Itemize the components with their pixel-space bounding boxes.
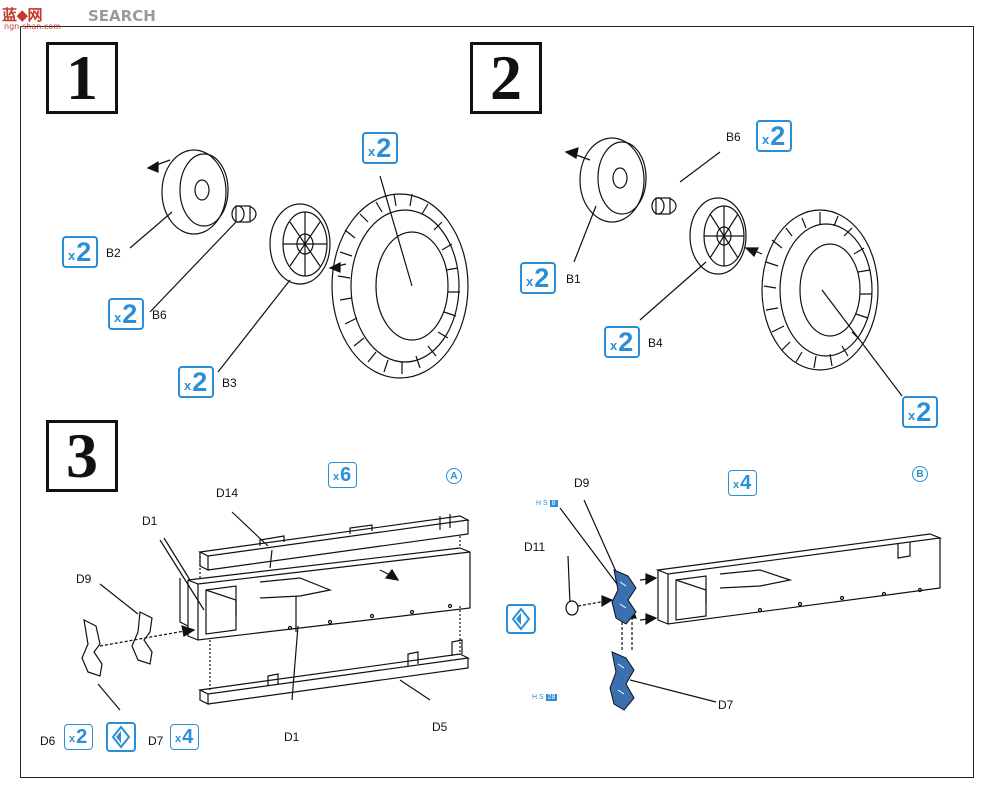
step1-axle-b6: [231, 205, 257, 223]
qty-prefix: x: [908, 407, 916, 423]
sprue-number: 28: [545, 694, 558, 701]
step3-rail-d14: [198, 514, 470, 571]
symmetric-pair-icon-b: [506, 604, 536, 634]
qty-prefix: x: [114, 309, 122, 325]
step3-bracket-d6: [81, 618, 103, 677]
part-label-d9-right: D9: [574, 476, 590, 490]
part-label-d1-top: D1: [142, 514, 158, 528]
part-label-b2: B2: [106, 246, 121, 260]
part-label-d14: D14: [216, 486, 239, 500]
qty-value: 4: [740, 471, 752, 494]
watermark-search: SEARCH: [88, 7, 156, 25]
qty-value: 2: [192, 366, 208, 397]
qty-value: 2: [122, 298, 138, 329]
page-frame: [20, 26, 974, 778]
watermark-url: ngn-shan.com: [4, 22, 61, 31]
qty-prefix: x: [333, 471, 340, 483]
step2-wheel-b4: [689, 197, 747, 275]
qty-prefix: x: [733, 479, 740, 491]
qty-value: 2: [376, 132, 392, 163]
variant-badge-a: A: [446, 468, 462, 484]
qty-prefix: x: [175, 733, 182, 745]
part-label-b6-step1: B6: [152, 308, 167, 322]
step3b-bracket-d9: [611, 569, 637, 625]
qty-prefix: x: [184, 377, 192, 393]
watermark: 蓝◆网 SEARCH ngn-shan.com: [2, 2, 172, 32]
part-label-d6: D6: [40, 734, 56, 748]
step2-tire: [761, 209, 879, 371]
sprue-ref-top: H S 8: [536, 500, 558, 507]
sprue-ref-bottom: H S 28: [532, 694, 558, 701]
step2-hub-b1: [564, 137, 647, 223]
qty-value: 2: [534, 262, 550, 293]
part-label-b6-step2: B6: [726, 130, 741, 144]
step3-rail-d1: [179, 547, 471, 641]
part-label-d9-left: D9: [76, 572, 92, 586]
qty-prefix: x: [610, 337, 618, 353]
step-number-1: 1: [46, 42, 118, 114]
part-label-d11: D11: [524, 540, 546, 554]
qty-value: 2: [76, 236, 92, 267]
watermark-logo: 蓝◆网: [2, 6, 43, 24]
sprue-prefix: H: [536, 500, 542, 507]
qty-value: 2: [770, 120, 786, 151]
step3-rail-d5: [198, 639, 470, 705]
step-number-3: 3: [46, 420, 118, 492]
part-label-d1-bottom: D1: [284, 730, 300, 744]
step-number-2: 2: [470, 42, 542, 114]
qty-value: 6: [340, 463, 352, 486]
qty-value: 2: [76, 725, 88, 748]
part-label-d7: D7: [148, 734, 164, 748]
step2-axle-b6: [651, 197, 677, 215]
step1-wheel-b3: [269, 203, 331, 285]
qty-prefix: x: [68, 247, 76, 263]
sprue-number: 8: [549, 500, 558, 507]
step3b-rail: [655, 533, 943, 625]
qty-value: 2: [916, 396, 932, 427]
part-label-d7-right: D7: [718, 698, 734, 712]
part-label-b3: B3: [222, 376, 237, 390]
qty-prefix: x: [368, 143, 376, 159]
step1-tire: [331, 193, 469, 379]
variant-badge-b: B: [912, 466, 928, 482]
step1-hub-b2: [146, 149, 229, 235]
qty-value: 2: [618, 326, 634, 357]
symmetric-pair-icon: [106, 722, 136, 752]
sprue-prefix: H: [532, 694, 538, 701]
qty-value: 4: [182, 725, 194, 748]
qty-prefix: x: [762, 131, 770, 147]
part-label-b1: B1: [566, 272, 581, 286]
part-label-d5: D5: [432, 720, 448, 734]
qty-prefix: x: [69, 733, 76, 745]
qty-prefix: x: [526, 273, 534, 289]
step3b-bracket-d7: [609, 651, 635, 711]
part-label-b4: B4: [648, 336, 663, 350]
sprue-code: S: [543, 500, 548, 507]
sprue-code: S: [539, 694, 544, 701]
